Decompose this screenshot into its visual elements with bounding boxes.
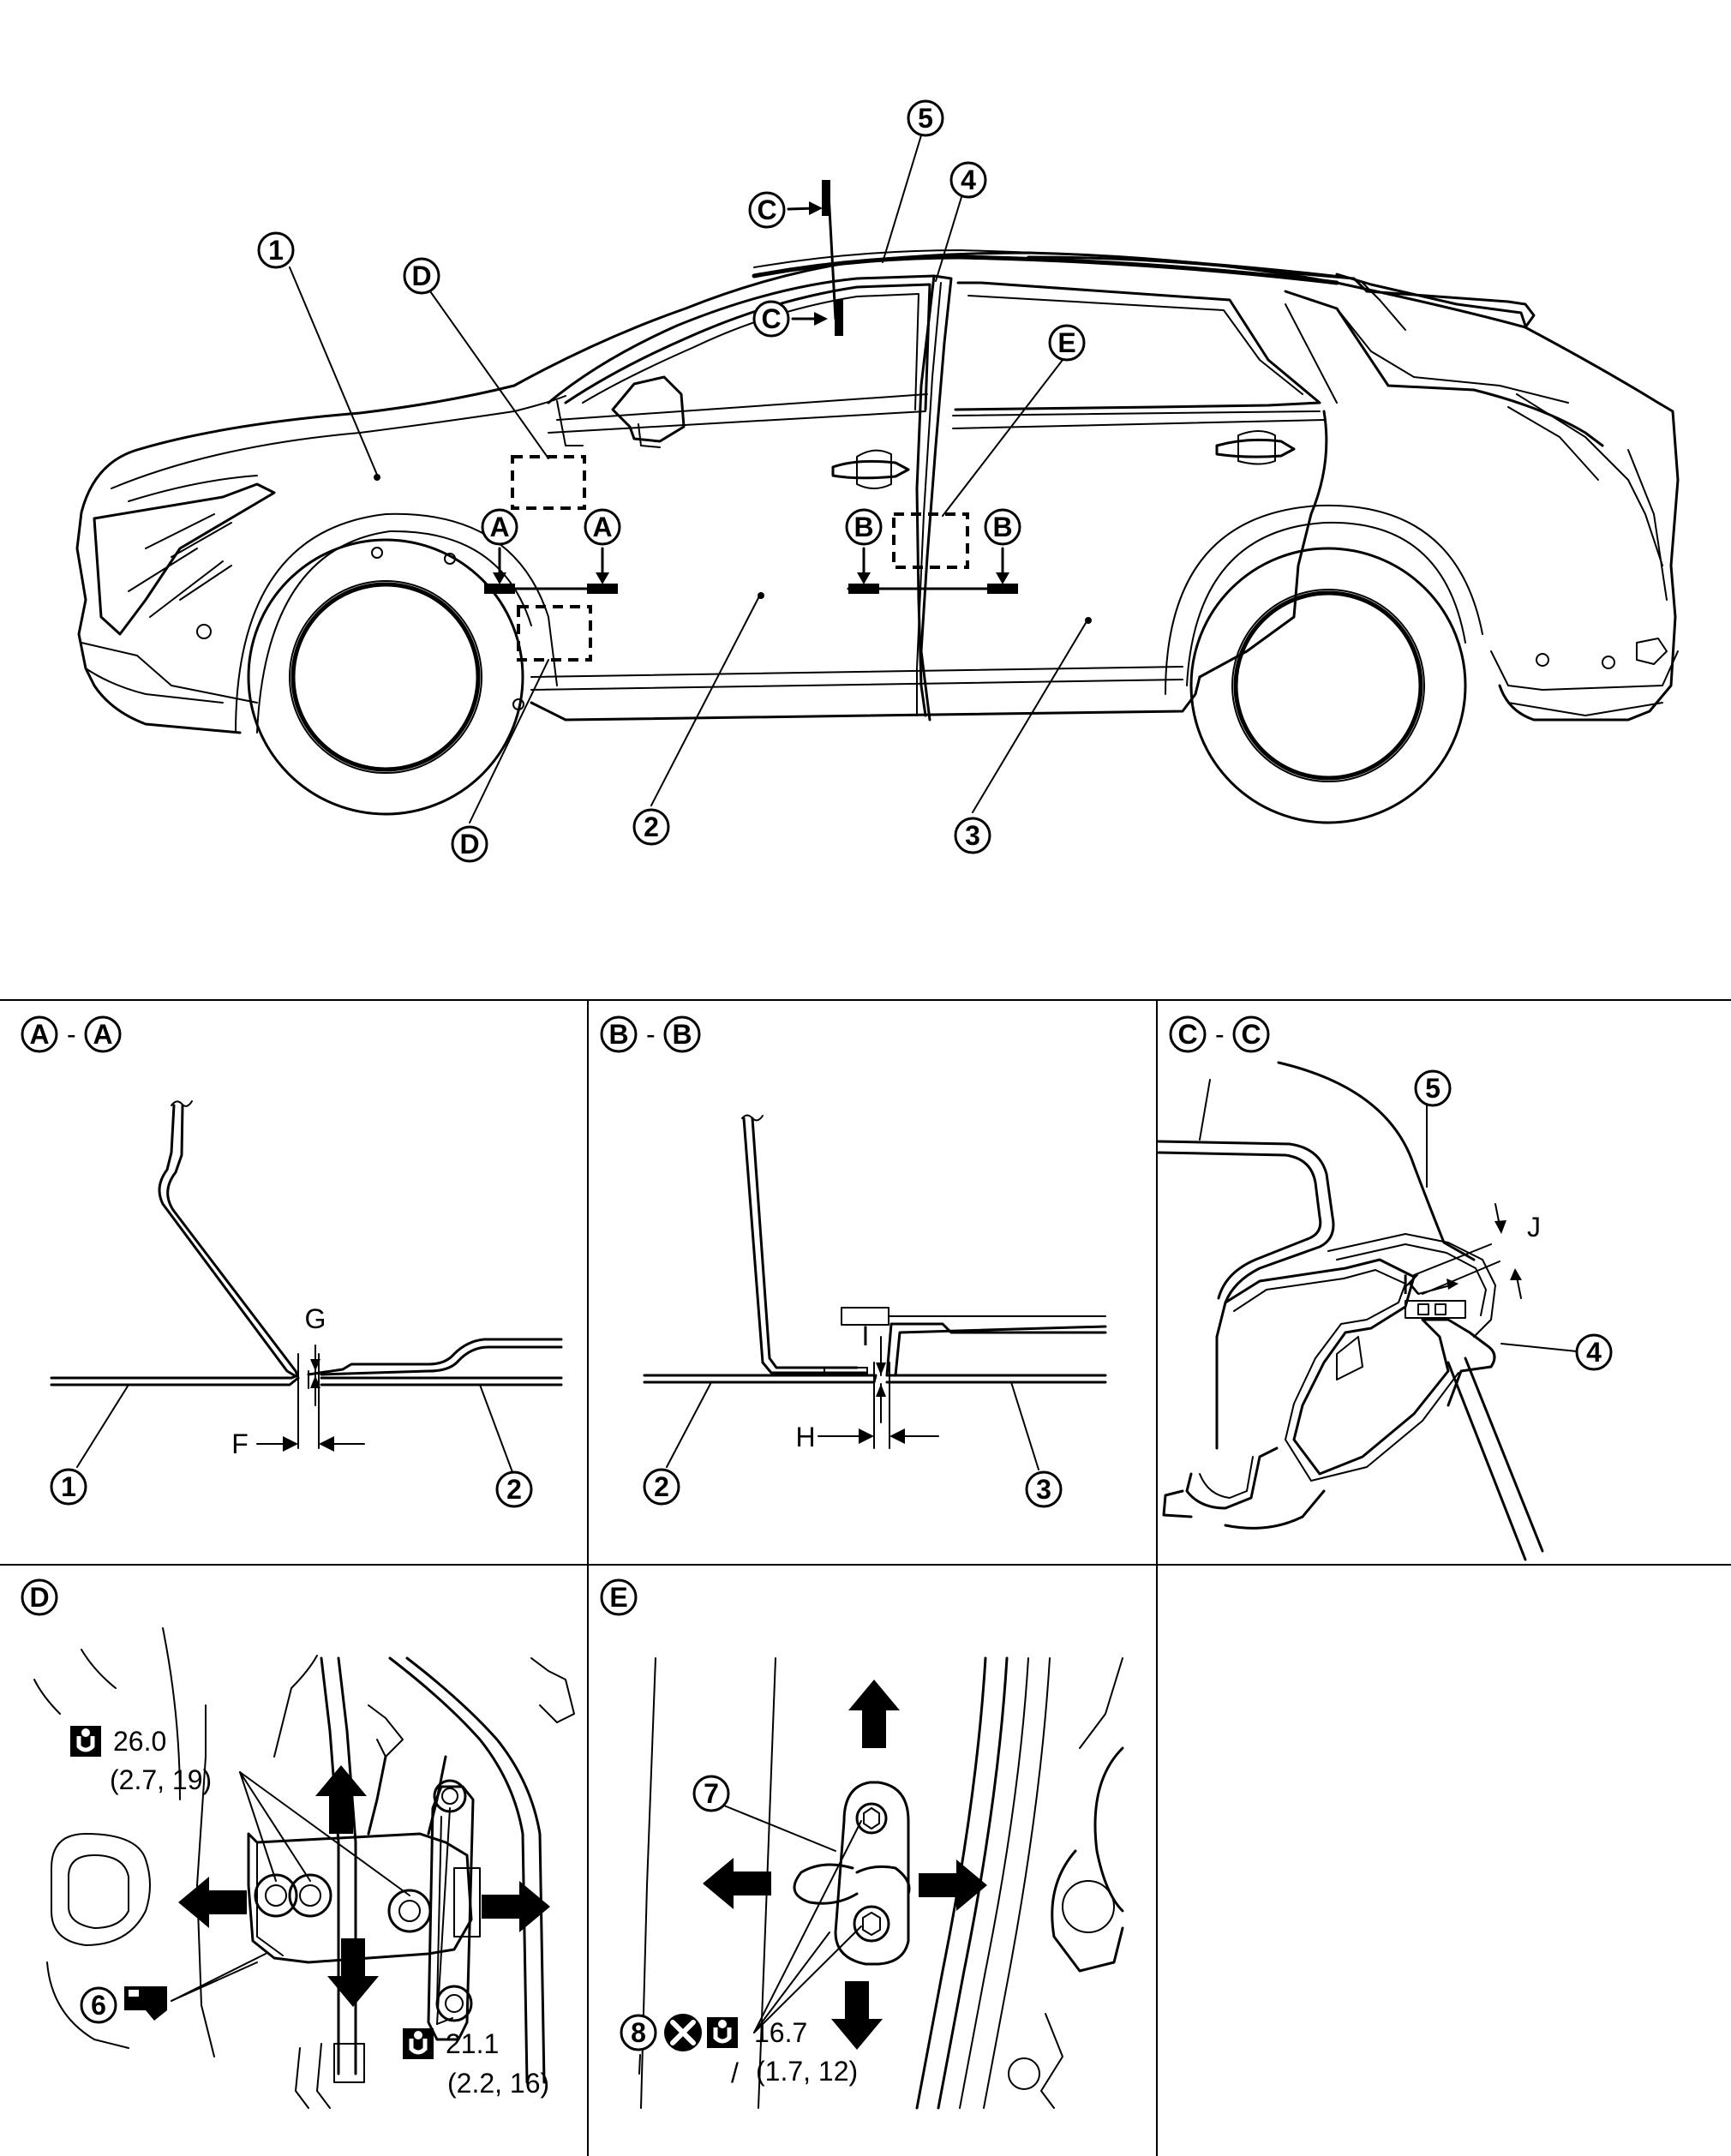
section-bb-title: B - B: [600, 1015, 701, 1053]
svg-text:-: -: [67, 1019, 76, 1050]
callout-3-top: 3: [954, 817, 991, 854]
svg-text:F: F: [231, 1428, 249, 1459]
svg-text:E: E: [609, 1582, 627, 1613]
callout-7-e: 7: [692, 1775, 730, 1812]
callout-4-top: 4: [949, 161, 987, 199]
callout-c-lower: C: [752, 300, 790, 338]
section-cc-panel: C - C J K: [1157, 1015, 1578, 1561]
svg-text:C: C: [1241, 1019, 1261, 1050]
svg-text:(2.2, 16): (2.2, 16): [447, 2068, 549, 2099]
callout-a-right: A: [584, 508, 621, 546]
callout-d-top: D: [403, 257, 440, 295]
svg-text:D: D: [459, 829, 479, 859]
callout-8-e: 8: [620, 2014, 657, 2051]
torque-wrench-icon: [403, 2028, 434, 2059]
panel-grid: [0, 999, 1731, 2156]
svg-text:26.0: 26.0: [113, 1726, 166, 1757]
callout-1-aa: 1: [50, 1468, 87, 1506]
svg-text:1: 1: [61, 1471, 76, 1502]
adjust-arrow-icon: [178, 1877, 247, 1928]
svg-text:B: B: [992, 512, 1012, 542]
svg-text:(1.7, 12): (1.7, 12): [756, 2056, 858, 2087]
adjust-arrow-icon: [848, 1680, 900, 1748]
svg-text:A: A: [93, 1019, 112, 1050]
detail-d-title: D: [21, 1578, 58, 1616]
callout-e-top: E: [1048, 324, 1086, 362]
svg-text:G: G: [305, 1303, 326, 1334]
svg-text:16.7: 16.7: [754, 2017, 807, 2048]
detail-box-d-lower: [517, 605, 592, 662]
svg-text:J: J: [1527, 1212, 1541, 1243]
do-not-reuse-icon: [664, 2014, 702, 2051]
detail-e-panel: E: [600, 1578, 1124, 2110]
callout-2-top: 2: [632, 808, 670, 846]
adjust-arrow-icon: [703, 1858, 771, 1909]
svg-text:E: E: [1057, 327, 1075, 358]
sealant-tube-icon: [124, 1986, 167, 2021]
callout-5-cc: 5: [1414, 1069, 1452, 1107]
callout-2-bb: 2: [643, 1468, 680, 1506]
svg-text:5: 5: [1425, 1073, 1441, 1104]
svg-text:4: 4: [1586, 1337, 1602, 1368]
svg-text:(2.7, 19): (2.7, 19): [110, 1764, 212, 1795]
svg-text:5: 5: [918, 103, 933, 134]
section-aa-title: A - A: [21, 1015, 122, 1053]
svg-text:2: 2: [506, 1474, 522, 1505]
vehicle-side-view: [75, 135, 1680, 824]
svg-text:B: B: [608, 1019, 628, 1050]
svg-text:D: D: [411, 261, 431, 291]
callout-6-d: 6: [80, 1986, 117, 2024]
torque-wrench-icon: [70, 1726, 101, 1757]
svg-text:21.1: 21.1: [446, 2028, 499, 2059]
adjust-arrow-icon: [327, 1938, 379, 2007]
section-bb-panel: B - B I H: [600, 1015, 1107, 1470]
callout-3-bb: 3: [1025, 1470, 1063, 1508]
svg-text:1: 1: [268, 235, 284, 266]
detail-box-e: [892, 512, 969, 569]
section-cc-title: C - C: [1169, 1015, 1270, 1053]
svg-text:/: /: [731, 2057, 739, 2088]
detail-box-d-upper: [511, 455, 586, 510]
callout-d-bottom: D: [451, 825, 488, 863]
svg-text:8: 8: [631, 2017, 646, 2048]
detail-d-panel: D: [21, 1578, 575, 2109]
svg-text:2: 2: [644, 811, 659, 842]
torque-wrench-icon: [707, 2017, 738, 2048]
callout-b-right: B: [984, 508, 1021, 546]
adjust-arrow-icon: [831, 1981, 883, 2050]
callout-b-left: B: [845, 508, 883, 546]
callout-a-left: A: [481, 508, 518, 546]
adjust-arrow-icon: [315, 1765, 367, 1834]
svg-text:6: 6: [91, 1990, 106, 2021]
svg-text:-: -: [646, 1019, 656, 1050]
svg-text:7: 7: [704, 1778, 719, 1809]
svg-text:K: K: [1402, 1269, 1420, 1300]
svg-text:C: C: [1177, 1019, 1197, 1050]
callout-1-top: 1: [257, 231, 295, 269]
svg-text:A: A: [29, 1019, 49, 1050]
section-aa-panel: A - A G F: [21, 1015, 563, 1473]
callout-c-upper: C: [748, 191, 786, 229]
detail-e-title: E: [600, 1578, 638, 1616]
svg-text:A: A: [489, 512, 509, 542]
svg-text:B: B: [672, 1019, 692, 1050]
svg-text:B: B: [854, 512, 873, 542]
svg-text:I: I: [862, 1321, 870, 1351]
svg-text:4: 4: [961, 165, 976, 195]
callout-4-cc: 4: [1575, 1333, 1613, 1371]
svg-text:A: A: [592, 512, 612, 542]
svg-text:C: C: [761, 303, 781, 334]
svg-text:3: 3: [1036, 1474, 1051, 1505]
callout-2-aa: 2: [495, 1470, 533, 1508]
svg-text:3: 3: [965, 820, 980, 851]
svg-text:2: 2: [654, 1471, 669, 1502]
svg-text:H: H: [795, 1422, 815, 1452]
svg-text:-: -: [1215, 1019, 1225, 1050]
svg-text:D: D: [29, 1582, 49, 1613]
svg-text:C: C: [757, 195, 776, 225]
callout-5-top: 5: [907, 99, 944, 137]
